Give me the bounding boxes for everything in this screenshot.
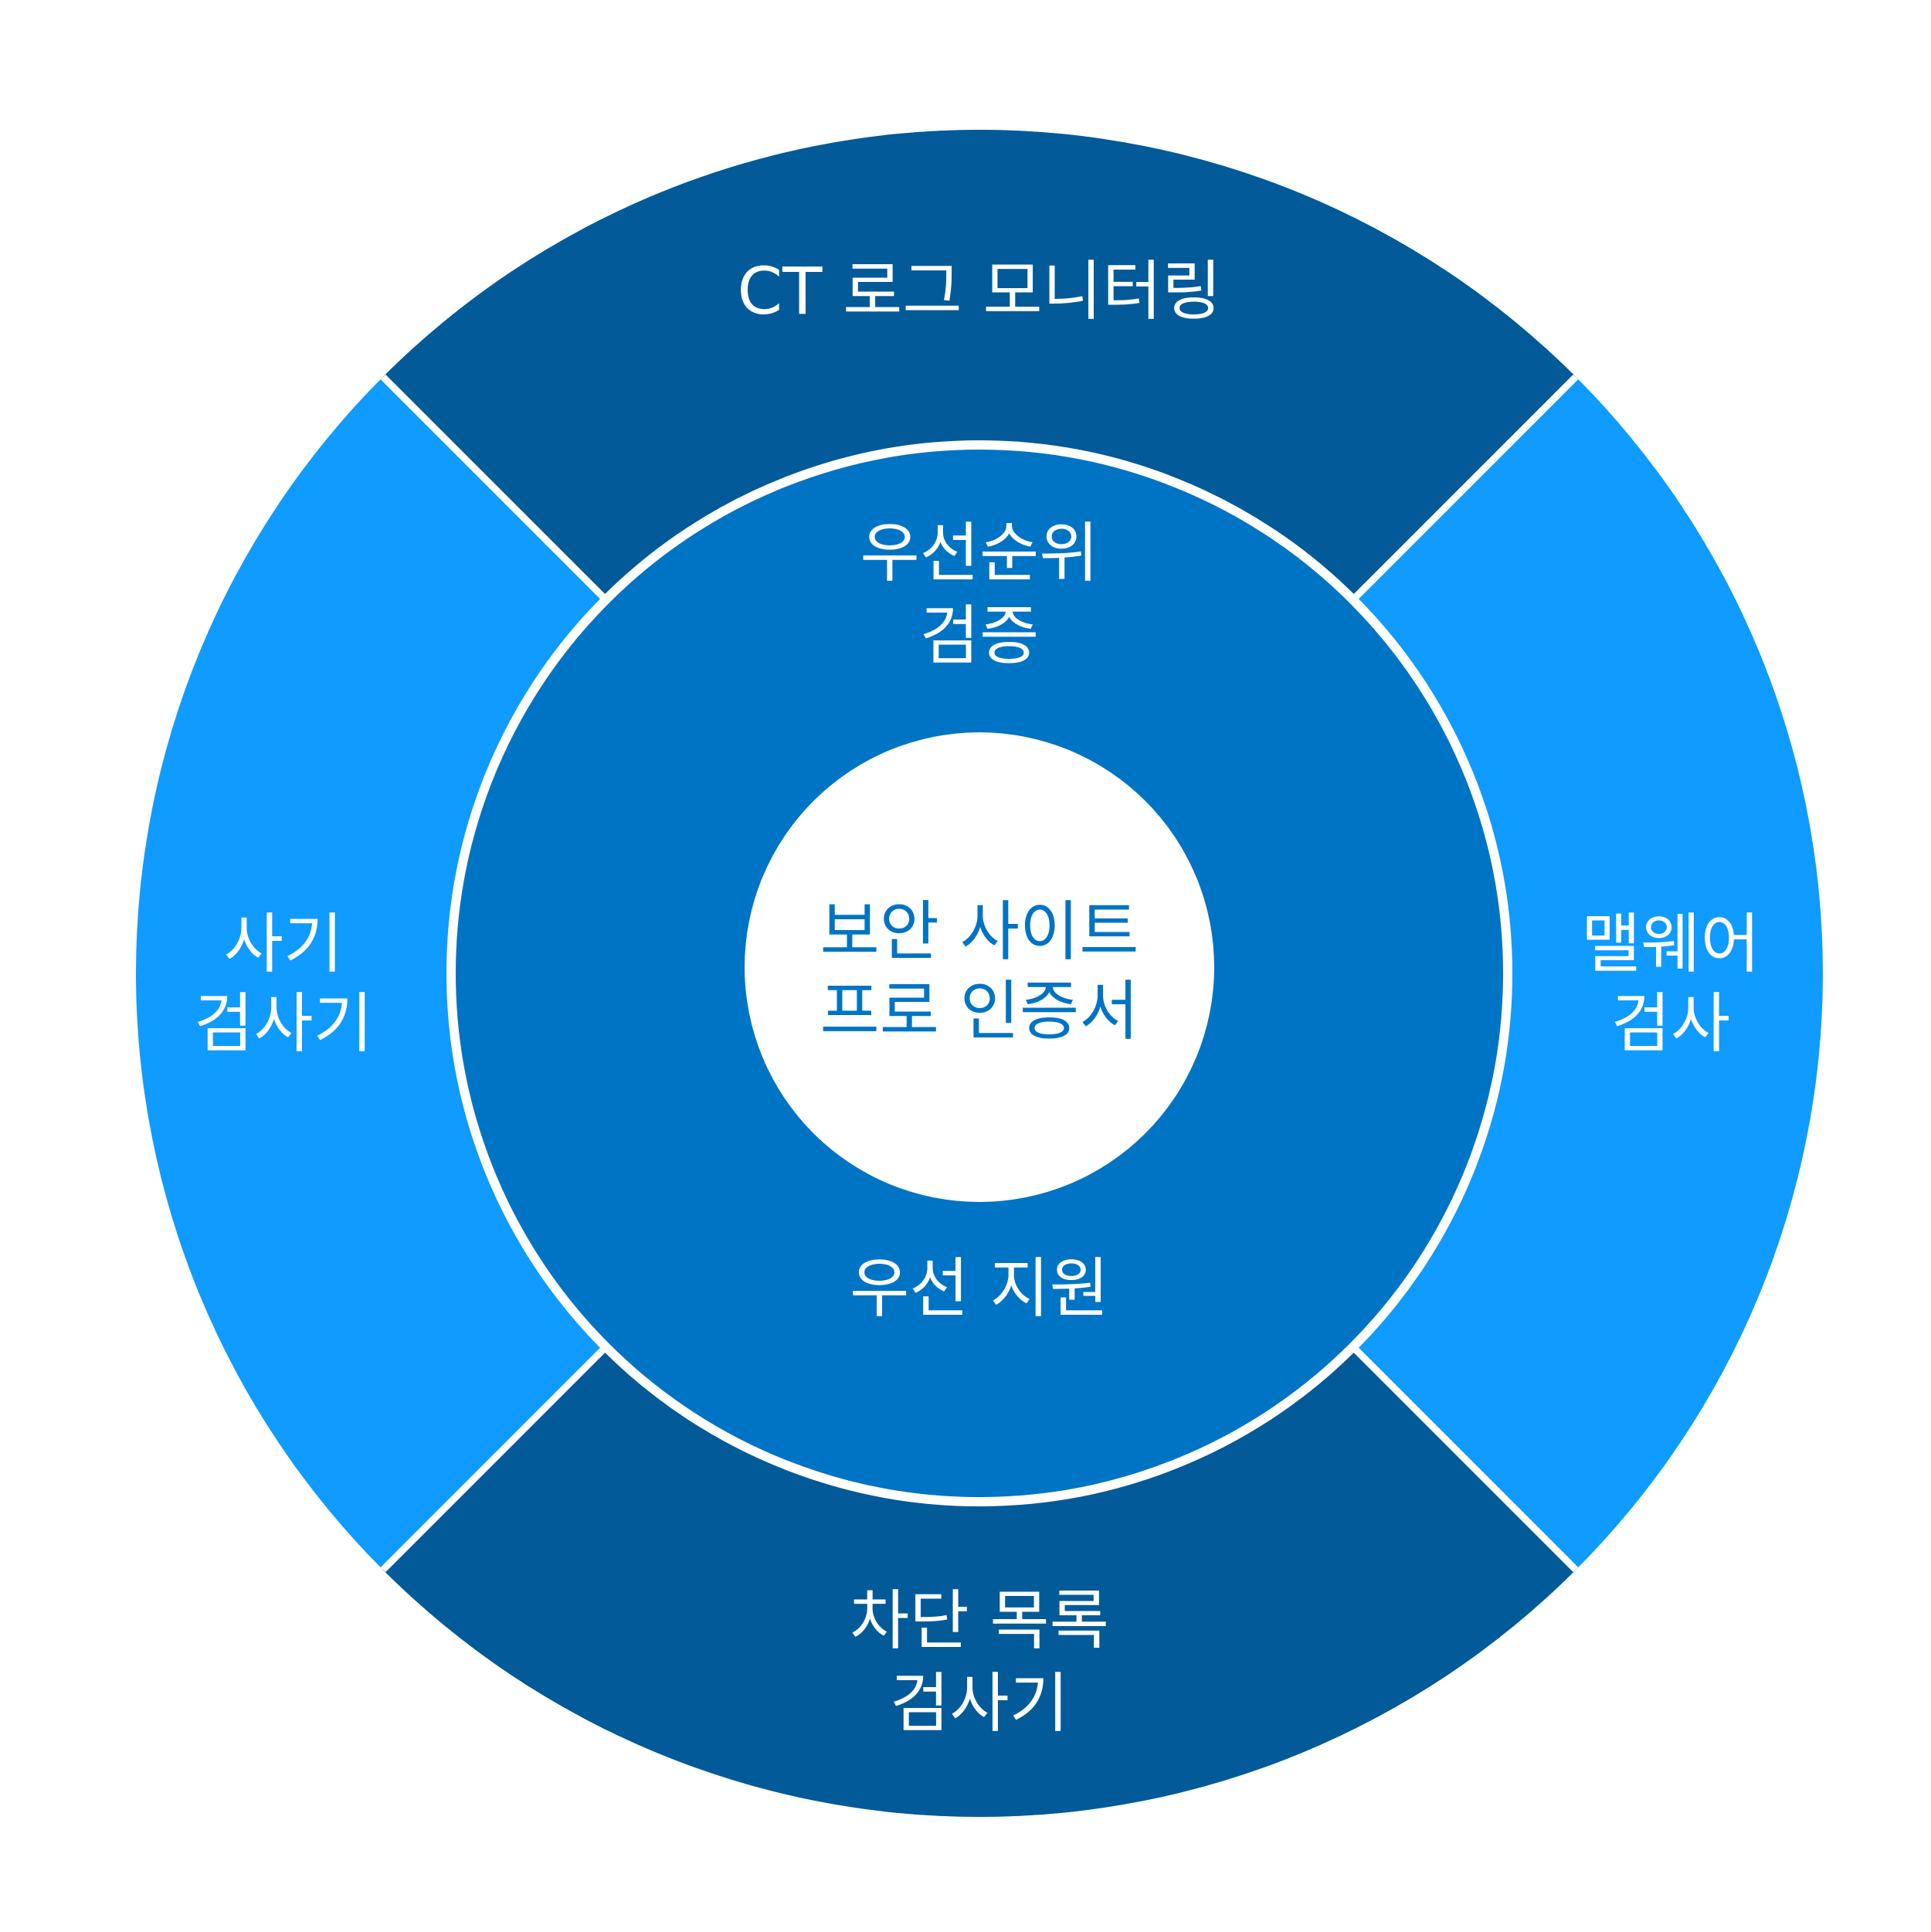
label-blocklist-line1: 차단 목록	[850, 1583, 1109, 1659]
label-fraud-line2: 검사기	[194, 986, 373, 1061]
label-fraud-line1: 사기	[224, 906, 344, 982]
label-priority-line1: 우선순위	[860, 515, 1098, 591]
label-ct-log-monitoring: CT 로그 모니터링	[737, 253, 1221, 329]
label-priority-support: 우선 지원	[850, 1251, 1109, 1326]
label-malware-line2: 검사	[1611, 986, 1731, 1061]
center-label-line1: 보안 사이트	[820, 894, 1139, 969]
label-malware-line1: 맬웨어	[1581, 906, 1760, 982]
center-label-line2: 프로 인증서	[820, 973, 1139, 1049]
center-circle	[745, 732, 1214, 1202]
label-blocklist-line2: 검사기	[890, 1665, 1069, 1741]
label-priority-line2: 검증	[920, 598, 1040, 674]
